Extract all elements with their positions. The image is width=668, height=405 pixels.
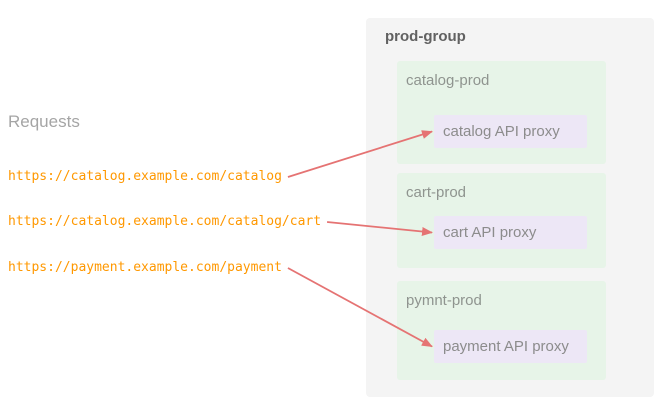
env-catalog-prod: catalog-prod catalog API proxy [397, 61, 606, 164]
env-pymnt-prod-label: pymnt-prod [406, 292, 482, 309]
prod-group-container: prod-group catalog-prod catalog API prox… [366, 18, 654, 397]
env-cart-prod-label: cart-prod [406, 184, 467, 201]
env-pymnt-prod: pymnt-prod payment API proxy [397, 281, 606, 380]
prod-group-title: prod-group [385, 28, 466, 45]
requests-heading: Requests [8, 112, 80, 131]
env-cart-prod: cart-prod cart API proxy [397, 173, 606, 268]
env-catalog-prod-label: catalog-prod [406, 72, 490, 89]
request-url-cart: https://catalog.example.com/catalog/cart [8, 214, 322, 229]
proxy-catalog: catalog API proxy [434, 115, 587, 148]
proxy-payment: payment API proxy [434, 330, 587, 363]
request-url-catalog: https://catalog.example.com/catalog [8, 169, 282, 184]
request-url-payment: https://payment.example.com/payment [8, 260, 282, 275]
proxy-cart: cart API proxy [434, 216, 587, 249]
